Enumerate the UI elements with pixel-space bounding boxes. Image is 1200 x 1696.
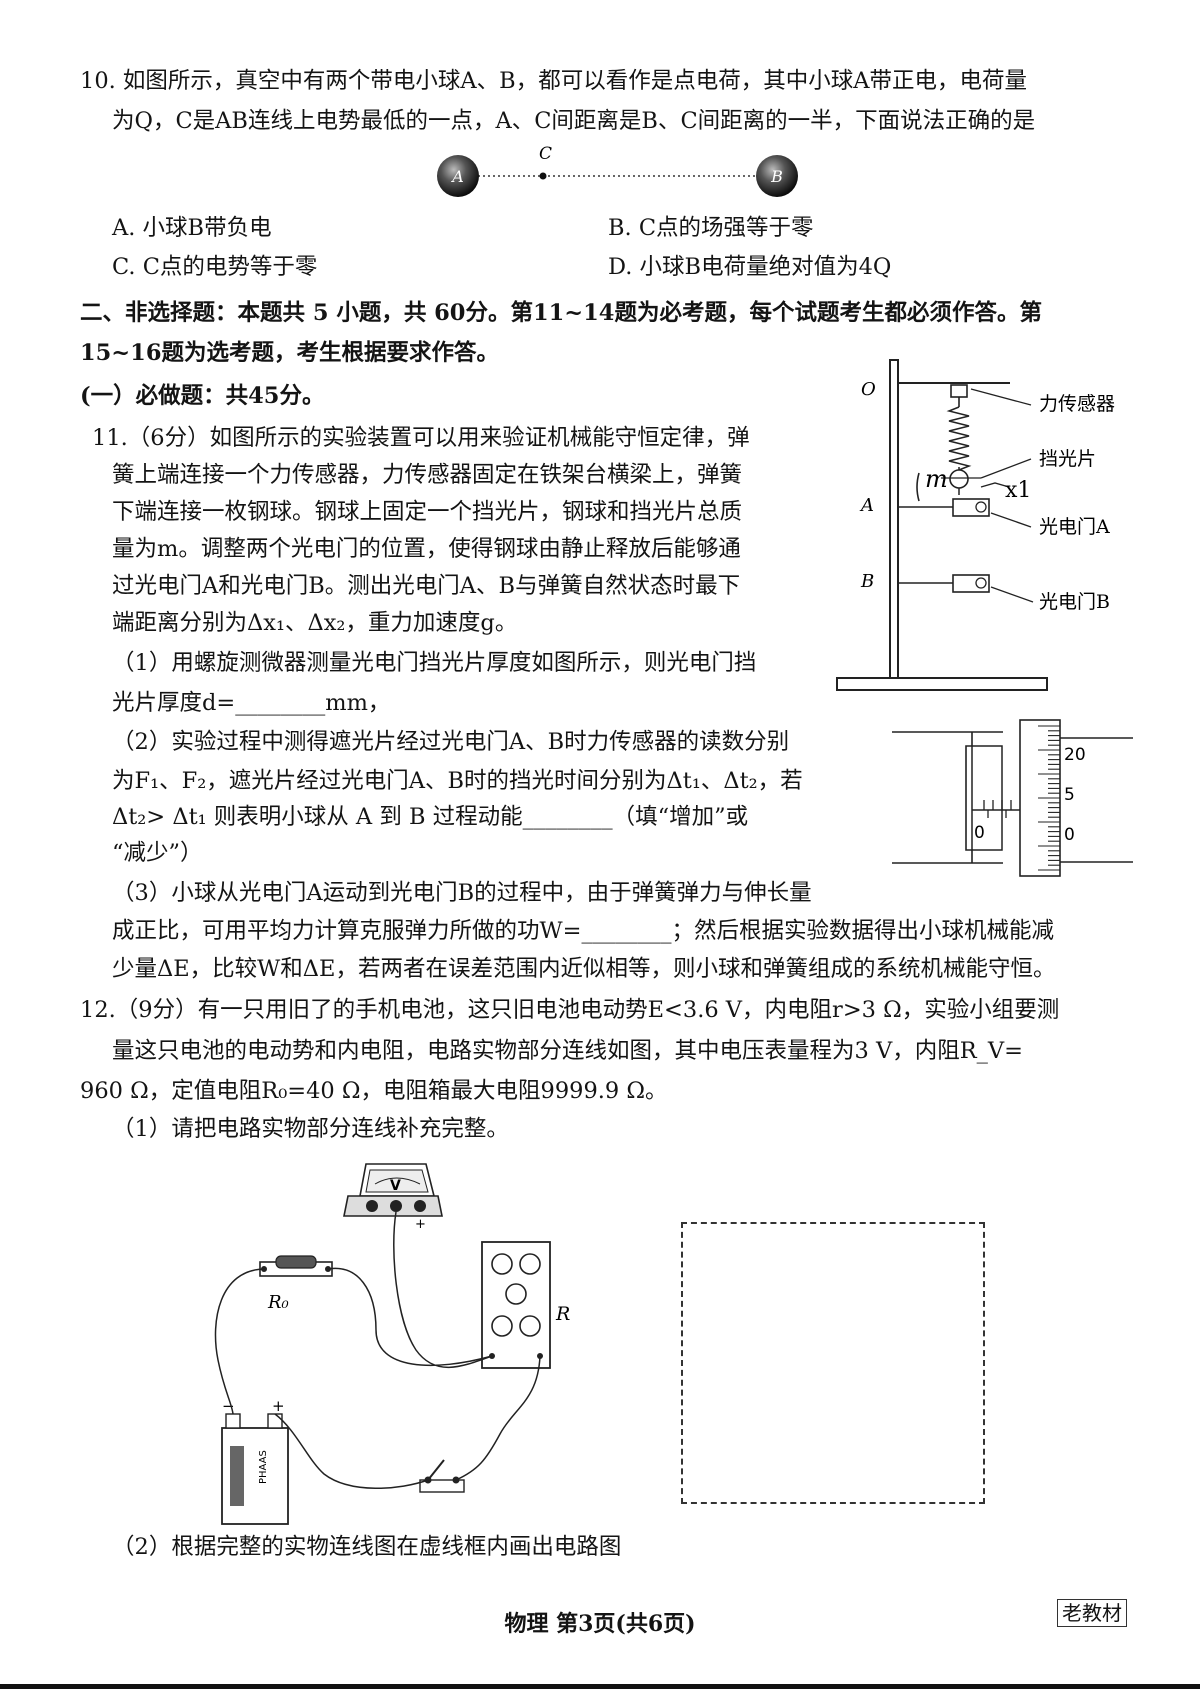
q10-option-d: D. 小球B电荷量绝对值为4Q xyxy=(608,254,892,280)
thimble-label-20: 20 xyxy=(1064,745,1086,765)
q10-option-b: B. C点的场强等于零 xyxy=(608,215,814,241)
photogate-a xyxy=(952,498,990,517)
label-b-height: B xyxy=(860,571,874,592)
micrometer-figure: 0 20 5 0 xyxy=(892,719,1133,877)
section2-heading-line-2: 15~16题为选考题，考生根据要求作答。 xyxy=(80,340,499,366)
label-c: C xyxy=(539,144,552,164)
battery-plus: + xyxy=(272,1397,285,1415)
q11-line-5: 过光电门A和光电门B。测出光电门A、B与弹簧自然状态时最下 xyxy=(112,573,741,599)
label-force-sensor: 力传感器 xyxy=(1039,393,1115,415)
old-textbook-stamp: 老教材 xyxy=(1057,1599,1127,1627)
label-photogate-b: 光电门B xyxy=(1039,591,1110,613)
page-footer: 物理 第3页(共6页) xyxy=(504,1611,696,1637)
q10-line-2: 为Q，C是AB连线上电势最低的一点，A、C间距离是B、C间距离的一半，下面说法正… xyxy=(112,108,1036,134)
q11-part-1-line-1: （1）用螺旋测微器测量光电门挡光片厚度如图所示，则光电门挡 xyxy=(112,650,757,676)
q12-part-2: （2）根据完整的实物连线图在虚线框内画出电路图 xyxy=(112,1534,622,1560)
q12-line-3: 960 Ω，定值电阻R₀=40 Ω，电阻箱最大电阻9999.9 Ω。 xyxy=(80,1078,668,1104)
switch xyxy=(419,1459,465,1493)
stand-pole xyxy=(889,359,899,679)
q11-line-4: 量为m。调整两个光电门的位置，使得钢球由静止释放后能够通 xyxy=(112,536,741,562)
q10-line-1: 10. 如图所示，真空中有两个带电小球A、B，都可以看作是点电荷，其中小球A带正… xyxy=(80,68,1027,94)
q11-part-3-line-2: 成正比，可用平均力计算克服弹力所做的功W=________；然后根据实验数据得出… xyxy=(112,918,1054,944)
q12-part-1: （1）请把电路实物部分连线补充完整。 xyxy=(112,1116,509,1142)
handwritten-x1: x1 xyxy=(1005,478,1031,503)
q12-line-1: 12.（9分）有一只用旧了的手机电池，这只旧电池电动势E<3.6 V，内电阻r>… xyxy=(80,997,1060,1023)
circuit-drawing-box[interactable] xyxy=(681,1222,985,1504)
battery-brand: PHAAS xyxy=(258,1450,269,1484)
label-shade-plate: 挡光片 xyxy=(1039,448,1096,470)
q11-part-2-line-1: （2）实验过程中测得遮光片经过光电门A、B时力传感器的读数分别 xyxy=(112,729,790,755)
q10-option-a: A. 小球B带负电 xyxy=(112,215,272,241)
q11-part-2-line-2: 为F₁、F₂，遮光片经过光电门A、B时的挡光时间分别为Δt₁、Δt₂，若 xyxy=(112,768,803,794)
ball-b xyxy=(756,155,798,197)
voltmeter: V + xyxy=(343,1163,443,1232)
q11-line-1: 11.（6分）如图所示的实验装置可以用来验证机械能守恒定律，弹 xyxy=(92,425,750,451)
thimble-label-0: 0 xyxy=(1064,825,1075,845)
ball-a xyxy=(437,155,479,197)
thimble-scale xyxy=(1038,725,1060,871)
micrometer-frame xyxy=(965,732,973,863)
spring xyxy=(946,406,972,472)
label-photogate-a: 光电门A xyxy=(1039,516,1110,538)
q11-line-2: 簧上端连接一个力传感器，力传感器固定在铁架台横梁上，弹簧 xyxy=(112,462,743,488)
voltmeter-plus: + xyxy=(415,1217,426,1232)
q10-option-c: C. C点的电势等于零 xyxy=(112,254,318,280)
section2-heading-line-1: 二、非选择题：本题共 5 小题，共 60分。第11~14题为必考题，每个试题考生… xyxy=(80,300,1042,326)
resistance-box xyxy=(481,1241,551,1369)
section2-sub-heading: (一）必做题：共45分。 xyxy=(80,383,325,409)
label-o: O xyxy=(861,379,876,400)
label-b: B xyxy=(770,167,783,186)
label-r: R xyxy=(555,1303,570,1325)
handwritten-m: m xyxy=(925,465,948,493)
bottom-rule xyxy=(0,1684,1200,1689)
voltmeter-label-v: V xyxy=(390,1178,401,1194)
q11-line-3: 下端连接一枚钢球。钢球上固定一个挡光片，钢球和挡光片总质 xyxy=(112,499,743,525)
q12-line-2: 量这只电池的电动势和内电阻，电路实物部分连线如图，其中电压表量程为3 V，内阻R… xyxy=(112,1038,1024,1064)
battery-minus: − xyxy=(222,1397,235,1415)
circuit-figure: V + R₀ R PHAAS − + xyxy=(214,1163,570,1525)
iron-stand-figure: O m x1 A B 力传感器 挡光片 光电门A 光电门B xyxy=(836,359,1115,691)
wires xyxy=(214,1211,541,1489)
q11-part-2-line-4: “减少”） xyxy=(112,840,203,866)
thimble-label-5: 5 xyxy=(1064,785,1075,805)
fixed-resistor-r0 xyxy=(259,1255,333,1277)
q11-line-6: 端距离分别为Δx₁、Δx₂，重力加速度g。 xyxy=(112,610,518,636)
stand-base xyxy=(836,677,1048,691)
battery: PHAAS xyxy=(221,1413,289,1525)
label-r0: R₀ xyxy=(267,1292,289,1313)
photogate-b xyxy=(952,574,990,593)
steel-ball xyxy=(949,469,969,489)
point-c xyxy=(539,172,547,180)
q11-part-3-line-3: 少量ΔE，比较W和ΔE，若两者在误差范围内近似相等，则小球和弹簧组成的系统机械能… xyxy=(112,956,1056,982)
label-a: A xyxy=(450,167,464,186)
sleeve-label-0: 0 xyxy=(974,823,985,843)
force-sensor xyxy=(950,384,968,398)
q10-charges-figure: A B C xyxy=(437,144,798,197)
label-a-height: A xyxy=(859,495,874,516)
q11-part-2-line-3: Δt₂> Δt₁ 则表明小球从 A 到 B 过程动能________（填“增加”… xyxy=(112,804,749,830)
q11-part-1-line-2: 光片厚度d=________mm， xyxy=(112,690,391,716)
q11-part-3-line-1: （3）小球从光电门A运动到光电门B的过程中，由于弹簧弹力与伸长量 xyxy=(112,880,812,906)
